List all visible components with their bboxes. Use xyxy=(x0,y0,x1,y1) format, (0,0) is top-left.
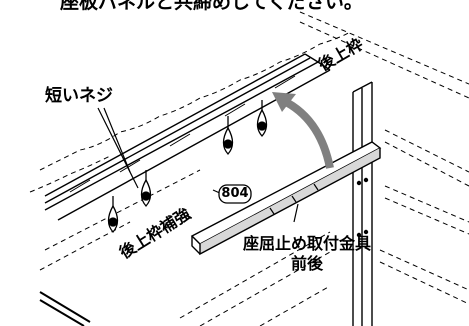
seat-stop-bracket xyxy=(190,141,382,256)
dashed-line xyxy=(299,21,469,99)
part-number: 804 xyxy=(221,186,249,201)
dashed-line xyxy=(179,231,331,319)
screw-leader xyxy=(103,107,131,173)
curved-arrow-icon xyxy=(272,92,334,169)
screw-icon xyxy=(107,196,119,233)
side-post xyxy=(352,81,373,326)
dashed-line xyxy=(384,141,469,187)
part-number-box xyxy=(218,184,252,204)
screw-icon xyxy=(222,116,234,155)
wavy-panel-edge xyxy=(29,155,111,193)
lower-frame xyxy=(39,291,91,326)
dashed-line xyxy=(384,185,469,223)
screws xyxy=(107,100,268,233)
instruction-caption: 座板パネルと共締めしてください。 xyxy=(60,0,363,13)
seat-stop-bracket-label-line2: 前後 xyxy=(291,254,324,273)
seat-stop-bracket-label: 座屈止め取付金具 前後 xyxy=(243,236,371,272)
dashed-line xyxy=(44,169,201,251)
background-dashed-lines xyxy=(29,11,469,326)
dashed-line xyxy=(199,251,331,326)
dashed-line xyxy=(259,285,331,326)
screw-icon xyxy=(256,100,268,137)
dashed-line xyxy=(384,129,469,173)
dashed-line xyxy=(384,197,469,235)
wavy-panel-edge xyxy=(39,31,351,171)
dashed-line xyxy=(379,261,469,305)
bracket-leader xyxy=(293,203,299,223)
short-screws-label: 短いネジ xyxy=(45,86,113,106)
screw-icon xyxy=(140,170,152,207)
dashed-line xyxy=(299,11,469,85)
seat-stop-bracket-label-line1: 座屈止め取付金具 xyxy=(243,234,372,253)
screw-leader xyxy=(97,107,139,189)
dashed-line xyxy=(379,249,469,291)
